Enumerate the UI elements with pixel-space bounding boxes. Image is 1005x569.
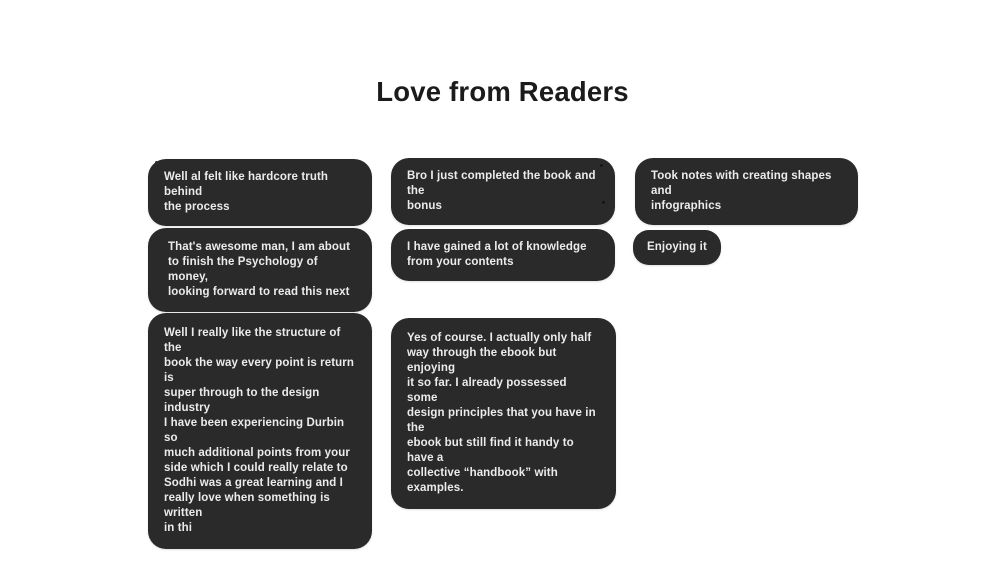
artifact-dot <box>155 161 158 164</box>
testimonial-text: Yes of course. I actually only half way … <box>407 332 596 494</box>
testimonial-text: Took notes with creating shapes and info… <box>651 170 832 212</box>
testimonial-text: Bro I just completed the book and the bo… <box>407 170 596 212</box>
testimonial-text: I have gained a lot of knowledge from yo… <box>407 241 587 268</box>
artifact-dot <box>708 235 711 238</box>
testimonial-text: Well I really like the structure of the … <box>164 327 354 534</box>
testimonial-bubble-7: Well I really like the structure of the … <box>148 313 372 549</box>
page-title: Love from Readers <box>376 76 629 107</box>
testimonial-bubble-1: Well al felt like hardcore truth behind … <box>148 159 372 226</box>
testimonial-text: That's awesome man, I am about to finish… <box>168 241 351 298</box>
artifact-dot <box>602 201 605 204</box>
artifact-dot <box>707 261 710 264</box>
testimonial-bubble-3: Took notes with creating shapes and info… <box>635 158 858 225</box>
testimonial-text: Well al felt like hardcore truth behind … <box>164 171 329 213</box>
testimonial-text: Enjoying it <box>647 241 707 253</box>
testimonial-bubble-4: That's awesome man, I am about to finish… <box>148 228 372 312</box>
artifact-dot <box>600 164 603 167</box>
testimonial-bubble-2: Bro I just completed the book and the bo… <box>391 158 615 225</box>
testimonial-bubble-5: I have gained a lot of knowledge from yo… <box>391 229 615 281</box>
testimonial-bubble-6: Enjoying it <box>633 230 721 265</box>
testimonial-bubble-8: Yes of course. I actually only half way … <box>391 318 616 509</box>
